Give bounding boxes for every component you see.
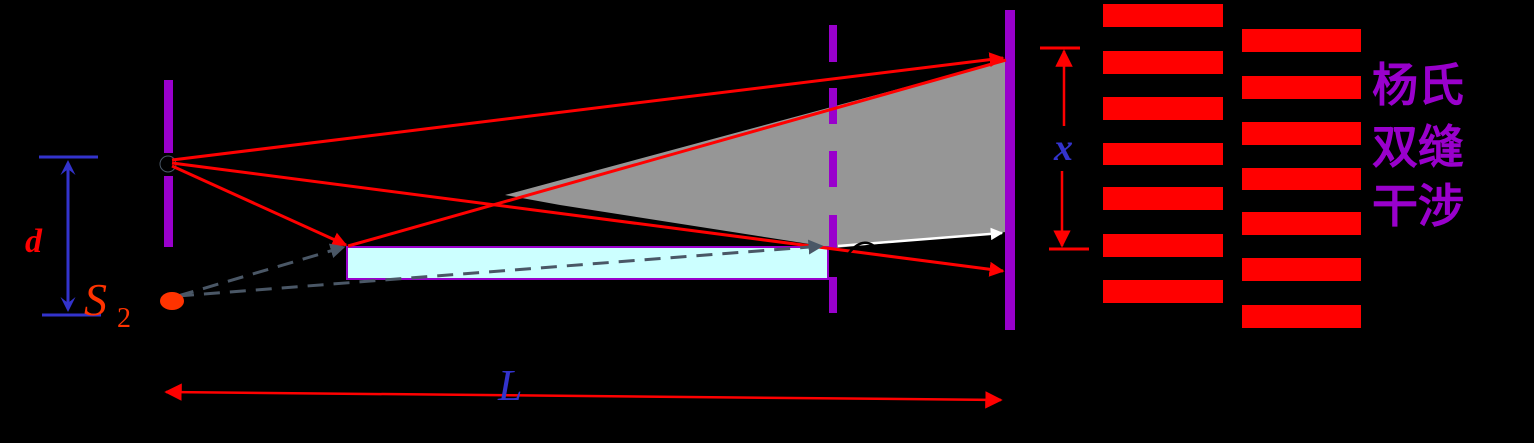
slit-barrier-lower: [164, 176, 173, 247]
title-line-1: 杨氏: [1372, 58, 1464, 112]
fringe-bar: [1242, 258, 1361, 281]
fringe-bar: [1103, 97, 1223, 120]
fringe-bar: [1103, 187, 1223, 210]
fringe-bar: [1103, 234, 1223, 257]
fringe-bar: [1103, 51, 1223, 74]
fringe-bar: [1242, 122, 1361, 145]
fringe-bar: [1242, 305, 1361, 328]
ray-reflected-top: [347, 58, 1007, 248]
fringe-bar: [1103, 4, 1223, 27]
fringe-bar: [1103, 280, 1223, 303]
fringe-bar: [1242, 29, 1361, 52]
lloyd-mirror[interactable]: [346, 246, 829, 280]
ray-s1-to-mirror: [171, 164, 348, 247]
ray-s1-top: [171, 52, 1005, 162]
fringe-column-lloyd: [1103, 4, 1223, 303]
title-line-2: 双缝: [1372, 120, 1464, 174]
observation-screen[interactable]: [1005, 10, 1015, 330]
virtual-ray-to-mirror-start: [177, 243, 346, 298]
fringe-bar: [1242, 76, 1361, 99]
fringe-bar: [1242, 168, 1361, 190]
virtual-ray-to-mirror-end: [177, 239, 824, 298]
fringe-bar: [1103, 143, 1223, 165]
label-l: L: [497, 361, 522, 410]
label-x: x: [1053, 127, 1073, 169]
fringe-bar: [1242, 212, 1361, 235]
angle-arc-icon: [848, 241, 881, 254]
label-s2: S: [84, 274, 107, 325]
fringe-column-young: [1242, 29, 1361, 328]
interference-overlap-region: [505, 60, 1006, 248]
title-line-3: 干涉: [1372, 179, 1464, 233]
label-s2-subscript: 2: [117, 303, 131, 334]
ray-s1-direct-lower: [171, 161, 1005, 277]
dashed-reference-line: [829, 25, 837, 313]
virtual-source-s2-icon: [160, 292, 184, 310]
label-d: d: [25, 223, 43, 260]
l-dimension-arrow: [164, 383, 1003, 409]
slit-barrier-upper: [164, 80, 173, 153]
